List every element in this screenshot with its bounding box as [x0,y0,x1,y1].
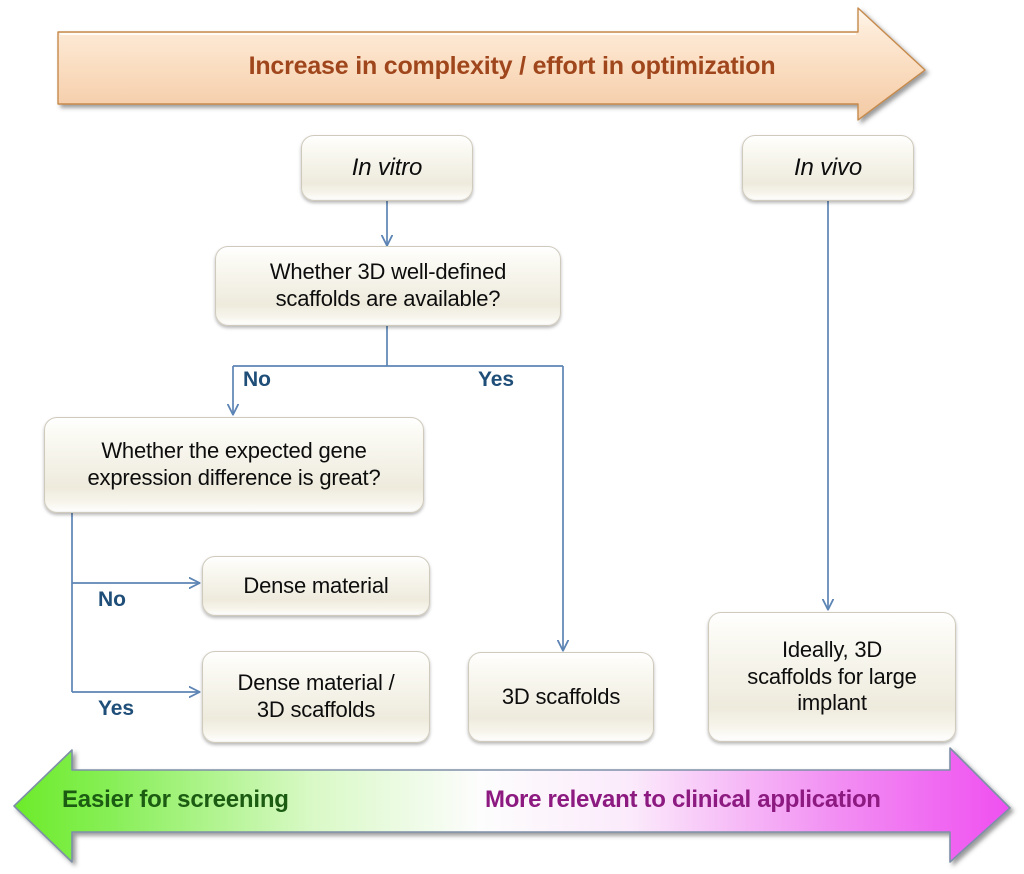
branch-label-gene-no: No [98,588,126,611]
branch-label-scaffold-yes: Yes [478,368,514,391]
node-in-vivo[interactable]: In vivo [742,135,914,201]
bottom-banner-arrow [13,747,1011,863]
node-in-vitro[interactable]: In vitro [301,135,473,201]
bottom-banner-right-label: More relevant to clinical application [485,786,881,813]
top-banner-arrow [57,7,926,121]
node-3d-scaffolds[interactable]: 3D scaffolds [468,652,654,742]
top-banner-label: Increase in complexity / effort in optim… [248,52,776,80]
node-gene-question[interactable]: Whether the expected gene expression dif… [44,417,424,513]
node-ideally-3d-line2: scaffolds for large [747,663,917,689]
node-dense-or-scaffold-line1: Dense material / [237,670,395,696]
node-gene-question-line2: expression difference is great? [87,465,381,490]
bottom-banner-left-label: Easier for screening [62,786,289,813]
node-ideally-3d-line3: implant [797,690,867,716]
node-dense-or-scaffold-line2: 3D scaffolds [256,697,376,722]
node-dense-or-scaffold[interactable]: Dense material / 3D scaffolds [202,651,430,743]
node-gene-question-line1: Whether the expected gene [101,438,367,464]
node-dense-material[interactable]: Dense material [202,556,430,616]
node-scaffold-question-line1: Whether 3D well-defined [269,259,507,285]
branch-label-gene-yes: Yes [98,697,134,720]
node-ideally-3d-line1: Ideally, 3D [781,636,883,662]
node-in-vitro-label: In vitro [351,154,423,182]
node-3d-scaffolds-label: 3D scaffolds [501,683,621,709]
node-scaffold-question[interactable]: Whether 3D well-defined scaffolds are av… [215,246,561,326]
branch-label-scaffold-no: No [243,368,271,391]
node-dense-material-label: Dense material [243,572,389,598]
node-in-vivo-label: In vivo [794,154,862,182]
node-scaffold-question-line2: scaffolds are available? [275,286,501,311]
node-ideally-3d[interactable]: Ideally, 3D scaffolds for large implant [708,612,956,742]
